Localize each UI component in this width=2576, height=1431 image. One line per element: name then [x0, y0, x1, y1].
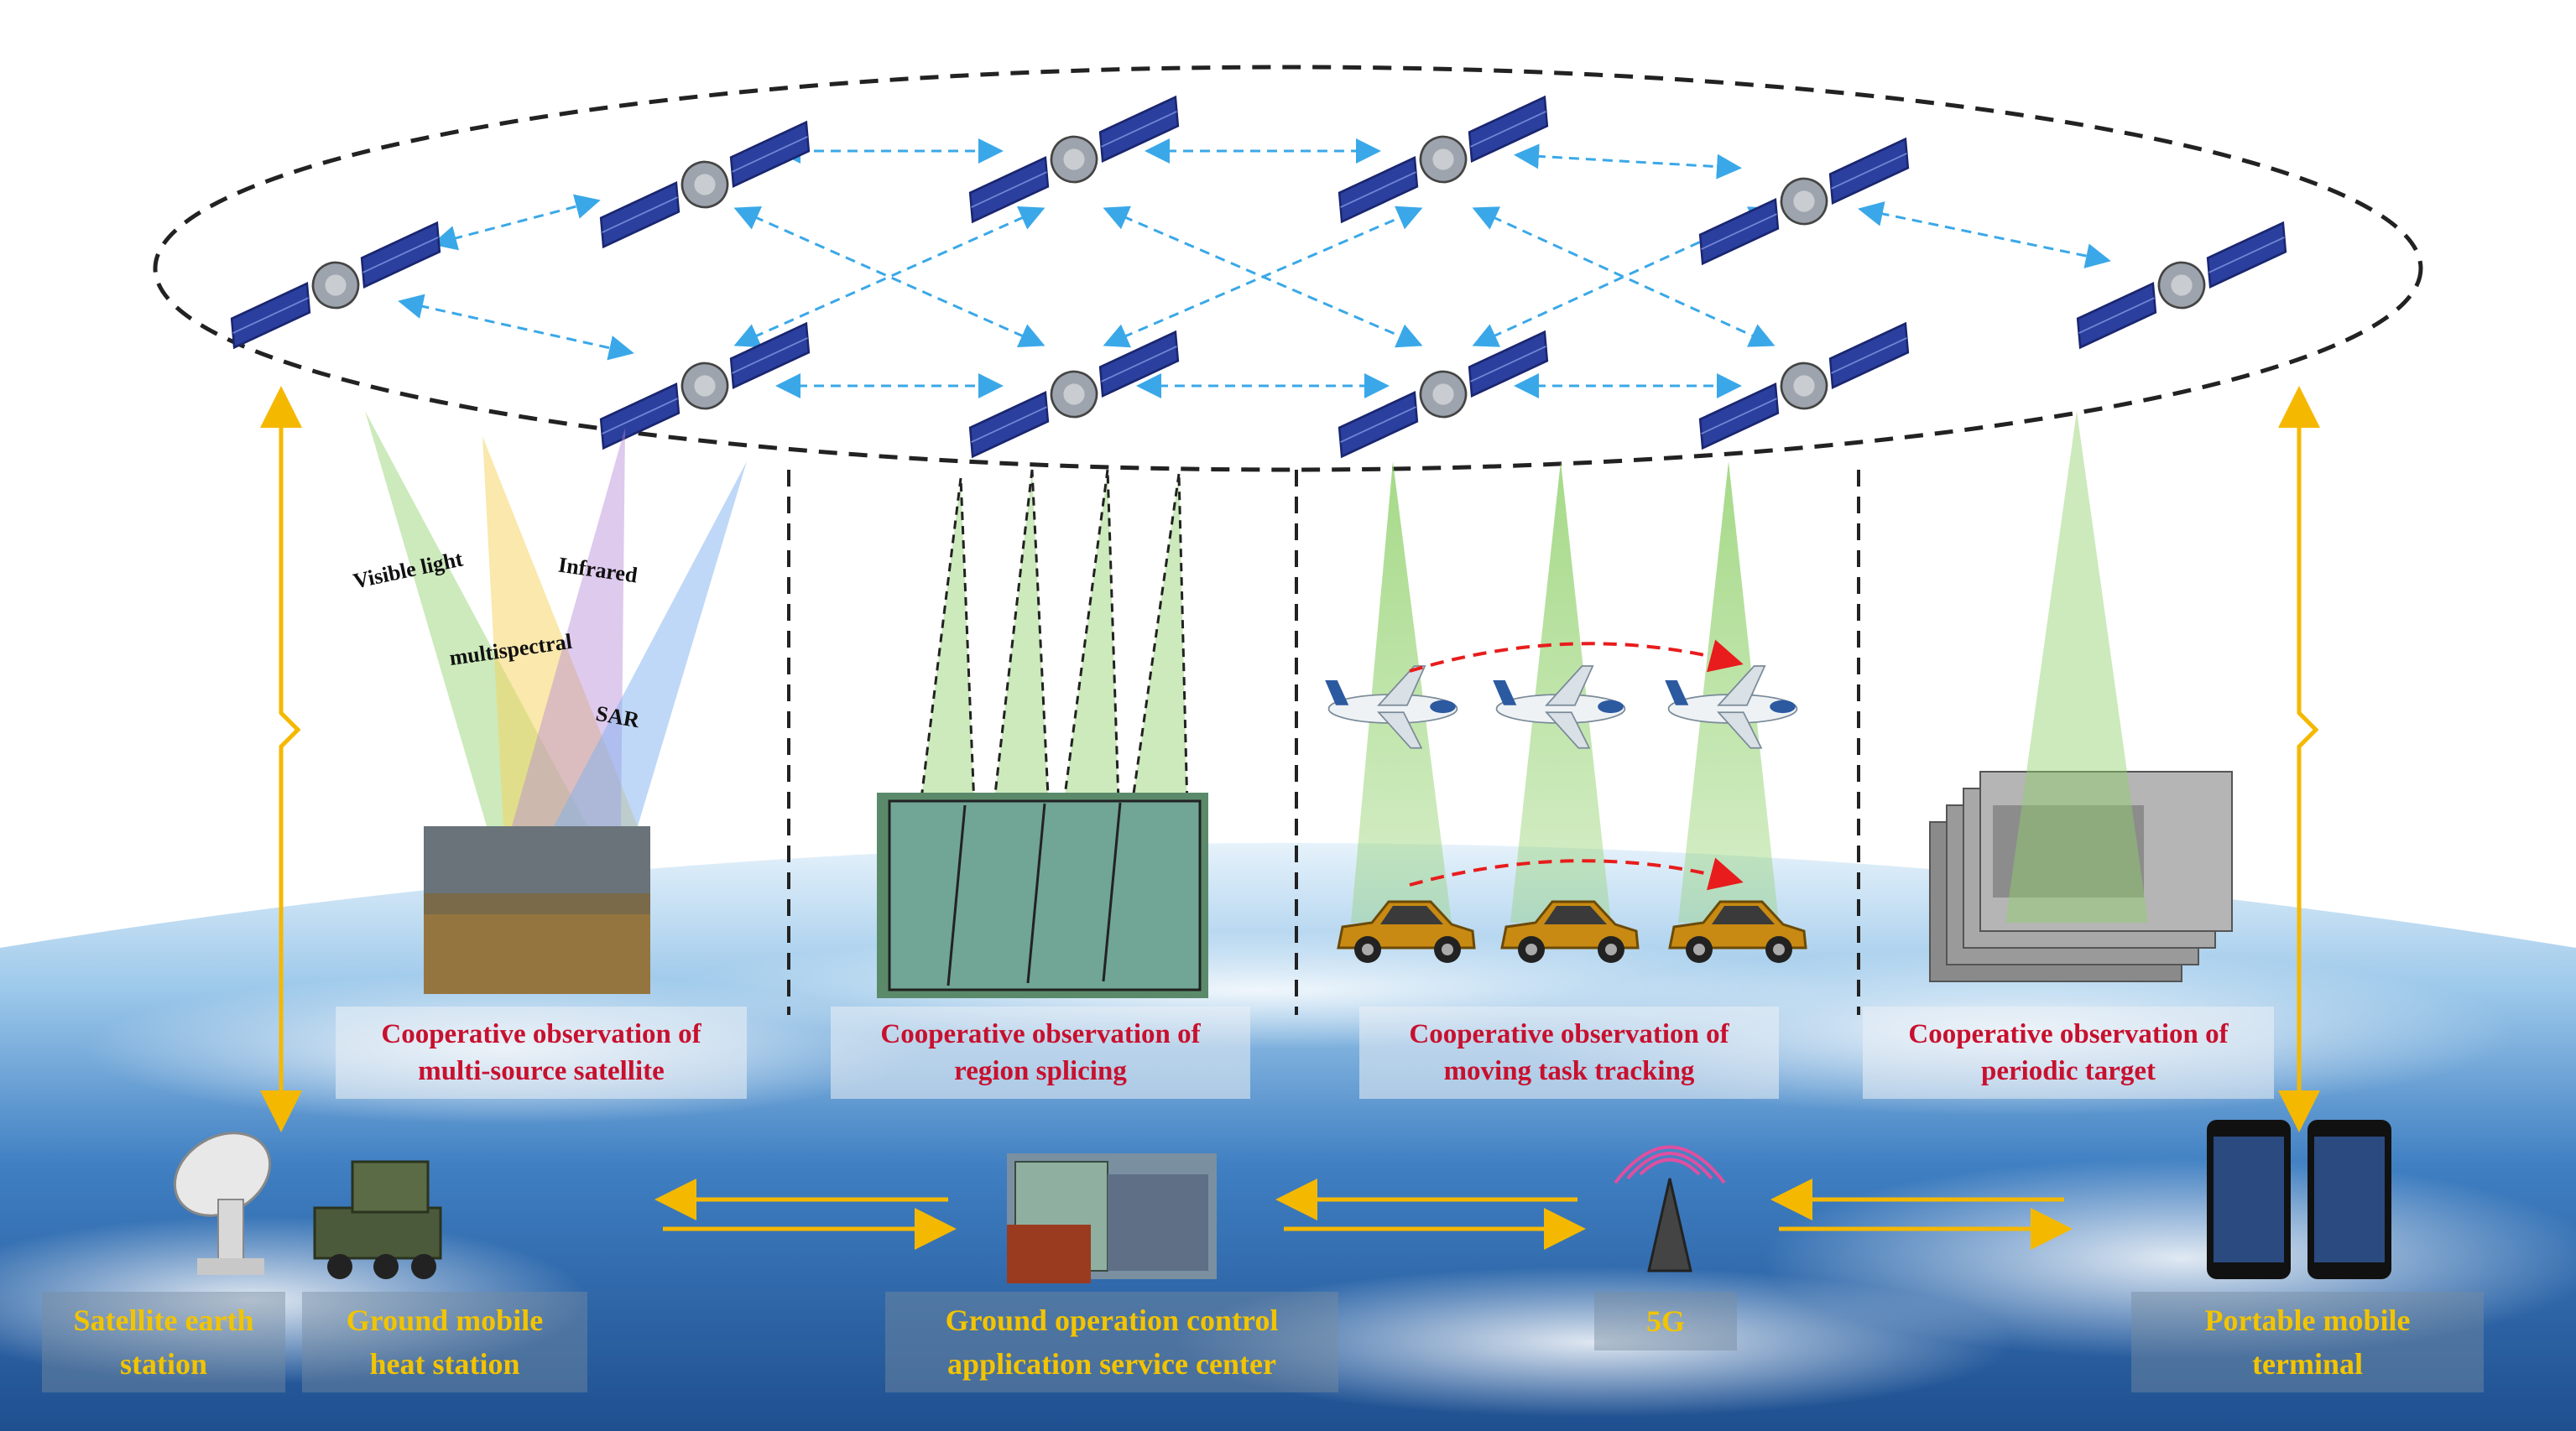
uplink-right [2278, 386, 2320, 1132]
airplane-track-arrow [1409, 639, 1744, 673]
uplink-left [260, 386, 302, 1132]
satellite-icon [1325, 87, 1562, 232]
satellite-icon [956, 87, 1192, 232]
multi-source-image [424, 826, 650, 994]
control-center-building-icon [1007, 1153, 1217, 1283]
satellite-dish-icon [173, 1132, 272, 1275]
satellite-icon [1325, 322, 1562, 466]
ground-data-links [654, 1179, 2073, 1250]
satellite-icon [587, 112, 823, 257]
satellite-icon [956, 322, 1192, 466]
satellite-icon [2063, 213, 2300, 357]
multi-source-beams [365, 411, 747, 826]
5g-tower-icon [1614, 1145, 1726, 1272]
periodic-beam [2005, 411, 2148, 923]
section-dividers [787, 470, 1860, 1015]
satellite-icon [1686, 129, 1922, 273]
mobile-phone-icon [2307, 1120, 2391, 1279]
orbit-ellipse [153, 65, 2423, 472]
periodic-target-images [1929, 771, 2233, 982]
mobile-phone-icon [2207, 1120, 2291, 1279]
region-splicing-image [877, 793, 1208, 998]
satellite-icon [217, 213, 454, 357]
car-track-arrow [1409, 857, 1744, 891]
mobile-station-truck-icon [313, 1160, 442, 1279]
5g-label: 5G [1594, 1292, 1737, 1350]
